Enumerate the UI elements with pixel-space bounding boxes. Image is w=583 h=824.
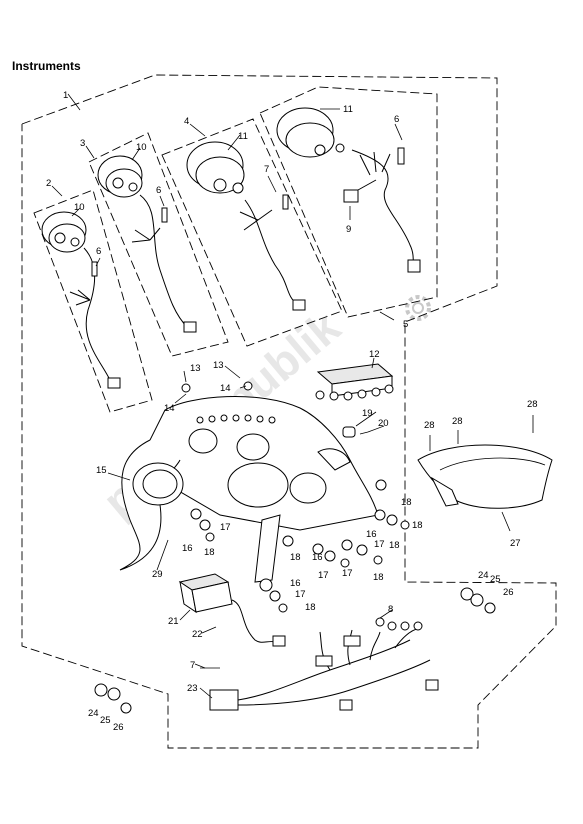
gauge-small-left xyxy=(41,211,121,389)
callout-18: 18 xyxy=(305,602,316,613)
callout-3: 3 xyxy=(80,138,85,149)
gear-logo-icon xyxy=(405,295,431,321)
screws-28 xyxy=(429,415,534,451)
callout-11: 11 xyxy=(238,131,248,142)
callout-1: 1 xyxy=(63,90,68,101)
washer-nut-groups xyxy=(94,381,496,714)
callout-13: 13 xyxy=(213,360,224,371)
callout-20: 20 xyxy=(378,418,389,429)
callout-13: 13 xyxy=(190,363,201,374)
callout-24: 24 xyxy=(88,708,99,719)
callout-4: 4 xyxy=(184,116,189,127)
callout-27: 27 xyxy=(510,538,521,549)
callout-15: 15 xyxy=(96,465,107,476)
callout-17: 17 xyxy=(220,522,231,533)
gauge-speedometer-large xyxy=(186,141,306,311)
callout-7: 7 xyxy=(190,660,195,671)
callout-17: 17 xyxy=(342,568,353,579)
callout-26: 26 xyxy=(503,587,514,598)
callout-11: 11 xyxy=(343,104,353,115)
callout-21: 21 xyxy=(168,616,179,627)
callout-7: 7 xyxy=(264,164,269,175)
callout-18: 18 xyxy=(412,520,423,531)
callout-29: 29 xyxy=(152,569,163,580)
callout-labels: 1 2 3 4 5 6 6 6 7 7 8 9 10 10 11 11 12 1… xyxy=(46,90,538,733)
callout-17: 17 xyxy=(295,589,306,600)
assembly-outline-4 xyxy=(161,118,343,347)
callout-6: 6 xyxy=(96,246,101,257)
gauge-tachometer xyxy=(97,155,197,333)
callout-16: 16 xyxy=(366,529,377,540)
assembly-outline-2 xyxy=(33,189,153,413)
callout-16: 16 xyxy=(312,552,323,563)
callout-18: 18 xyxy=(204,547,215,558)
callout-17: 17 xyxy=(318,570,329,581)
callout-18: 18 xyxy=(290,552,301,563)
callout-19: 19 xyxy=(362,408,373,419)
callout-16: 16 xyxy=(290,578,301,589)
gauge-speedometer-right xyxy=(276,107,421,273)
callout-14: 14 xyxy=(164,403,175,414)
callout-18: 18 xyxy=(373,572,384,583)
callout-25: 25 xyxy=(100,715,111,726)
callout-22: 22 xyxy=(192,629,203,640)
bulb-row xyxy=(196,414,276,424)
callout-10: 10 xyxy=(136,142,147,153)
callout-28: 28 xyxy=(452,416,463,427)
callout-6: 6 xyxy=(156,185,161,196)
wiring-harness xyxy=(200,617,439,711)
callout-17: 17 xyxy=(374,539,385,550)
callout-26: 26 xyxy=(113,722,124,733)
callout-23: 23 xyxy=(187,683,198,694)
headlamp-visor xyxy=(417,444,553,509)
callout-18: 18 xyxy=(401,497,412,508)
callout-28: 28 xyxy=(527,399,538,410)
callout-14: 14 xyxy=(220,383,231,394)
switch-19 xyxy=(342,426,369,438)
callout-2: 2 xyxy=(46,178,51,189)
callout-12: 12 xyxy=(369,349,380,360)
page-title: Instruments xyxy=(12,59,81,73)
callout-10: 10 xyxy=(74,202,85,213)
instrument-housing xyxy=(119,396,379,583)
callout-6: 6 xyxy=(394,114,399,125)
assembly-outline-5 xyxy=(259,86,438,318)
assembly-outline-1 xyxy=(21,74,557,749)
callout-9: 9 xyxy=(346,224,351,235)
callout-28: 28 xyxy=(424,420,435,431)
callout-16: 16 xyxy=(182,543,193,554)
control-module xyxy=(178,573,286,647)
callout-8: 8 xyxy=(388,604,393,615)
callout-25: 25 xyxy=(490,574,501,585)
callout-5: 5 xyxy=(403,319,408,330)
callout-24: 24 xyxy=(478,570,489,581)
leader-lines xyxy=(51,93,511,699)
callout-18: 18 xyxy=(389,540,400,551)
assembly-outline-3 xyxy=(88,132,229,357)
warning-light-panel xyxy=(315,363,394,401)
